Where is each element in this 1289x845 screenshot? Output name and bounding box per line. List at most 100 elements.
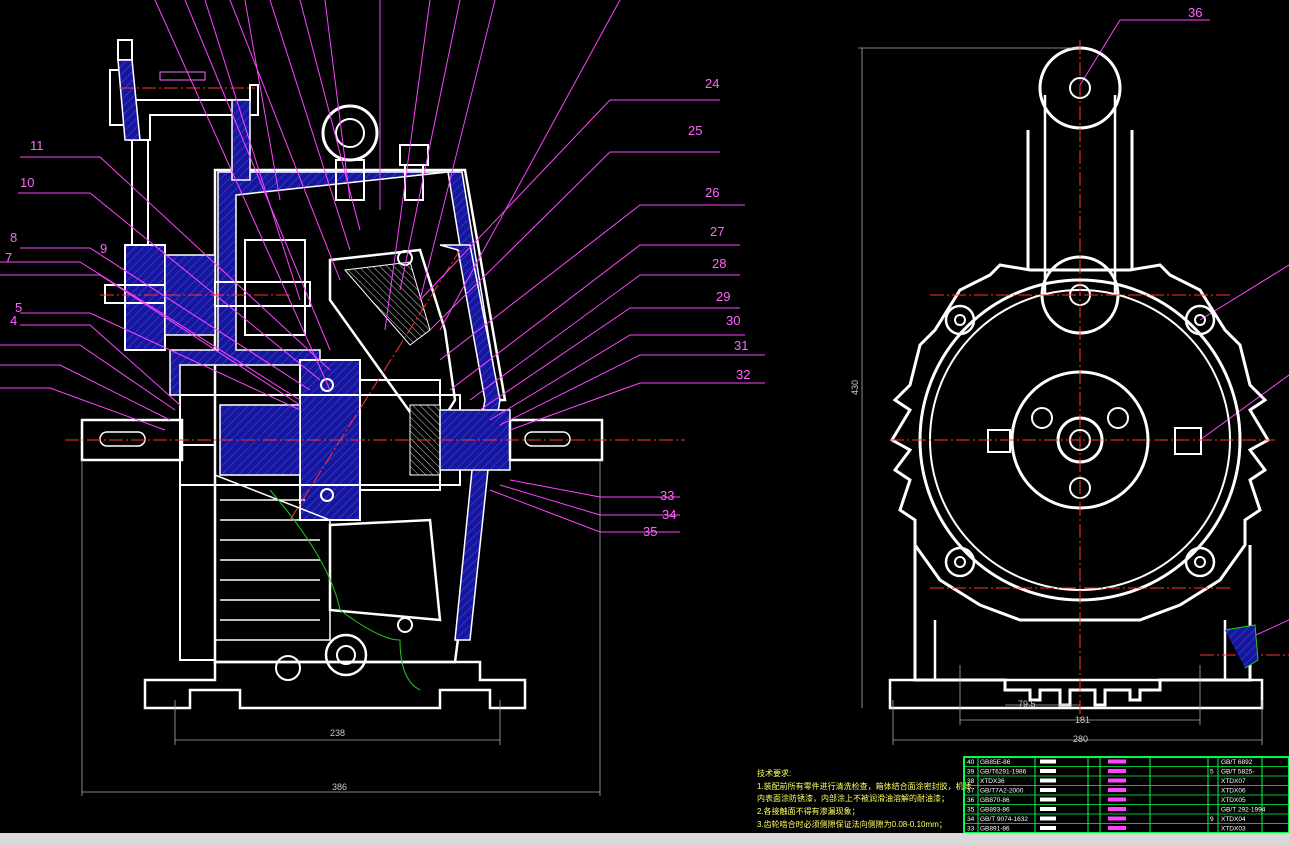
notes-title: 技术要求: bbox=[757, 768, 791, 778]
bom-item-code: GB870-86 bbox=[980, 797, 1010, 804]
bom-item-material bbox=[1108, 816, 1126, 821]
bom-item-name bbox=[1040, 816, 1056, 821]
bom-item-code: GB85E-86 bbox=[980, 759, 1011, 766]
bom-item-code: XTDX36 bbox=[980, 778, 1005, 785]
bom-item-code: XTDX05 bbox=[1221, 797, 1246, 804]
balloon-label-27: 27 bbox=[710, 224, 724, 239]
balloon-label-9: 9 bbox=[100, 241, 107, 256]
end-view-centerlines bbox=[890, 40, 1289, 720]
bom-item-name bbox=[1040, 788, 1056, 792]
dim-430: 430 bbox=[850, 380, 860, 395]
bom-item-number: 5 bbox=[1210, 769, 1214, 776]
lower-bevel-gear bbox=[328, 518, 442, 622]
cooling-fins bbox=[179, 444, 421, 691]
balloon-label-33: 33 bbox=[660, 488, 674, 503]
bom-item-code: GB/T 6892 bbox=[1221, 759, 1253, 766]
bom-item-number: 9 bbox=[1210, 816, 1214, 823]
bevel-gear-hatch bbox=[344, 261, 431, 346]
bom-item-number: 33 bbox=[967, 826, 975, 833]
technical-notes: 技术要求: 1.装配前所有零件进行清洗检查，箱体结合面涂密封胶，机体 内表面涂防… bbox=[757, 768, 972, 829]
balloon-label-5: 5 bbox=[15, 300, 22, 315]
bom-item-code: GB/T 292-1994 bbox=[1221, 807, 1266, 814]
balloon-label-35: 35 bbox=[643, 524, 657, 539]
end-housing-fins bbox=[889, 263, 1271, 622]
dimension-lines-right bbox=[858, 47, 1263, 745]
end-base bbox=[913, 545, 1252, 707]
bom-item-material bbox=[1108, 759, 1126, 764]
bom-item-number: 40 bbox=[967, 759, 975, 766]
bom-item-number: 36 bbox=[967, 797, 975, 804]
bolt bbox=[397, 617, 413, 633]
seal-detail bbox=[1224, 624, 1259, 669]
bom-item-name bbox=[1040, 826, 1056, 830]
bom-item-number: 37 bbox=[967, 788, 975, 795]
balloon-label-34: 34 bbox=[662, 507, 676, 522]
balloon-label-7: 7 bbox=[5, 250, 12, 265]
bom-item-code: XTDX06 bbox=[1221, 788, 1246, 795]
balloon-label-36: 36 bbox=[1188, 5, 1202, 20]
bom-item-name bbox=[1040, 759, 1056, 764]
balloon-label-25: 25 bbox=[688, 123, 702, 138]
notes-line-3: 2.各接触面不得有渗漏现象； bbox=[757, 806, 860, 816]
bom-item-material bbox=[1108, 826, 1126, 830]
dim-79-5: 79.5 bbox=[1018, 699, 1036, 709]
bom-item-material bbox=[1108, 769, 1126, 773]
bom-item-code: GB891-86 bbox=[980, 826, 1010, 833]
balloon-label-28: 28 bbox=[712, 256, 726, 271]
part-balloons: 11 10 8 9 7 54 24 25 26 27 28 29 30 31 32 33 34 35 36 bbox=[5, 5, 1202, 539]
notes-line-1: 1.装配前所有零件进行清洗检查，箱体结合面涂密封胶，机体 bbox=[757, 781, 972, 791]
balloon-label-10: 10 bbox=[20, 175, 34, 190]
housing-right-wall bbox=[439, 244, 501, 641]
balloon-label-4: 4 bbox=[10, 313, 17, 328]
bom-item-material bbox=[1108, 797, 1126, 802]
balloon-label-26: 26 bbox=[705, 185, 719, 200]
balloon-label-29: 29 bbox=[716, 289, 730, 304]
bom-item-number: 38 bbox=[967, 778, 975, 785]
balloon-label-8: 8 bbox=[10, 230, 17, 245]
balloon-label-32: 32 bbox=[736, 367, 750, 382]
dimension-lines-left bbox=[81, 460, 601, 796]
section-view bbox=[65, 39, 685, 710]
leader-lines bbox=[0, 0, 1289, 641]
bom-item-name bbox=[1040, 807, 1056, 811]
dim-280: 280 bbox=[1073, 734, 1088, 744]
bevel-gear bbox=[328, 248, 457, 443]
bom-item-code: GB/T7A2-2000 bbox=[980, 788, 1024, 795]
status-bar bbox=[0, 833, 1289, 845]
bolt bbox=[320, 378, 334, 392]
base-plate bbox=[143, 660, 527, 710]
balloon-label-30: 30 bbox=[726, 313, 740, 328]
bom-item-number: 39 bbox=[967, 769, 975, 776]
motor-bracket bbox=[109, 39, 259, 245]
notes-line-2: 内表面涂防锈漆，内部涂上不被润滑油溶解的耐油漆； bbox=[757, 793, 949, 803]
bill-of-materials: 40 GB85E-86 39 GB/T6291-1986 38 XTDX36 37 GB/T7… bbox=[963, 756, 1289, 834]
oil-drain-plug bbox=[275, 633, 368, 681]
bom-item-material bbox=[1108, 778, 1126, 783]
bom-item-name bbox=[1040, 769, 1056, 773]
bom-item-code: XTDX07 bbox=[1221, 778, 1246, 785]
bom-item-name bbox=[1040, 778, 1056, 783]
end-view bbox=[888, 46, 1271, 710]
bom-item-code: XTDX04 bbox=[1221, 816, 1246, 823]
bevel-centerline bbox=[289, 249, 461, 521]
dim-181: 181 bbox=[1075, 715, 1090, 725]
bom-item-number: 35 bbox=[967, 807, 975, 814]
bom-item-code: GB893-86 bbox=[980, 807, 1010, 814]
dim-238: 238 bbox=[330, 728, 345, 738]
bom-item-name bbox=[1040, 797, 1056, 802]
bom-item-material bbox=[1108, 807, 1126, 811]
balloon-label-11: 11 bbox=[30, 138, 44, 153]
bom-item-code: XTDX03 bbox=[1221, 826, 1246, 833]
input-pulley-hub bbox=[104, 244, 216, 351]
bolt bbox=[320, 488, 334, 502]
notes-line-4: 3.齿轮啮合时必须侧隙保证法向侧隙为0.08-0.10mm； bbox=[757, 819, 947, 829]
bom-item-number: 34 bbox=[967, 816, 975, 823]
bom-item-code: GB/T 9074-1632 bbox=[980, 816, 1028, 823]
bom-item-material bbox=[1108, 788, 1126, 792]
bom-item-code: GB/T6291-1986 bbox=[980, 769, 1027, 776]
dim-386: 386 bbox=[332, 782, 347, 792]
balloon-label-24: 24 bbox=[705, 76, 719, 91]
balloon-label-31: 31 bbox=[734, 338, 748, 353]
bom-item-code: GB/T 5825- bbox=[1221, 769, 1254, 776]
